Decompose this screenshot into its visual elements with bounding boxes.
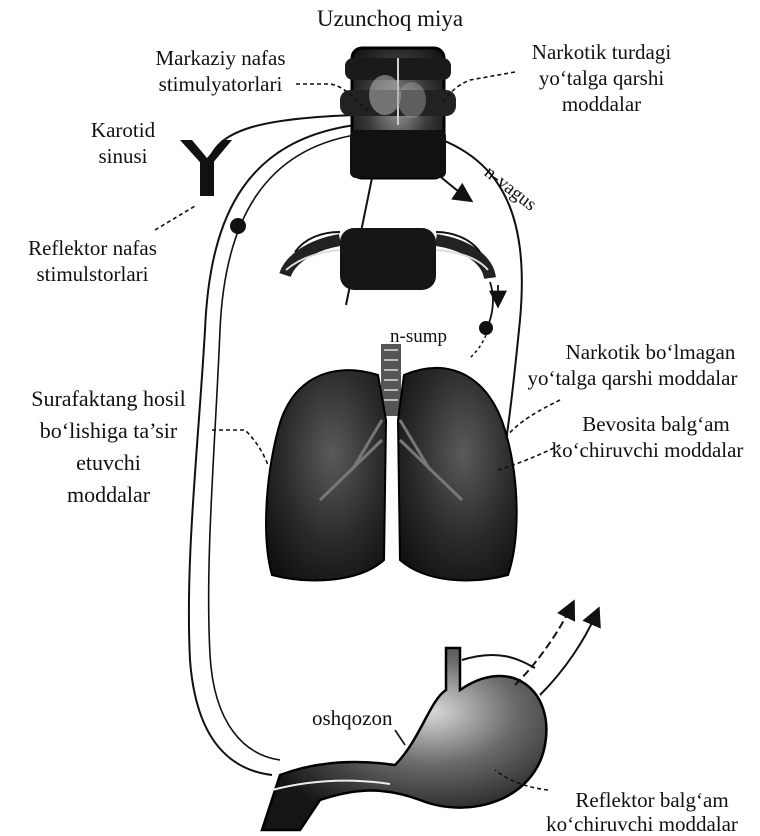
reflex-stimulators-label-line2: stimulstorlari: [10, 262, 175, 286]
surfactant-label-line2: bo‘lishiga ta’sir: [6, 418, 211, 444]
carotid-sinus-label-line2: sinusi: [78, 144, 168, 168]
surfactant-label-line3: etuvchi: [6, 450, 211, 476]
stomach-shape: [262, 648, 546, 830]
sump-nerve-label: n-sump: [390, 326, 447, 348]
medulla-title: Uzunchoq miya: [300, 4, 480, 34]
central-stimulants-label-line2: stimulyatorlari: [138, 72, 303, 96]
reflex-expectorants-label-line2: ko‘chiruvchi moddalar: [528, 812, 756, 836]
narcotic-antitussives-label-line2: yo‘talga qarshi: [514, 66, 689, 90]
surfactant-label-line4: moddalar: [6, 482, 211, 508]
surfactant-label-line1: Surafaktang hosil: [6, 386, 211, 412]
medulla-oblongata-shape: [340, 48, 456, 178]
non-narcotic-antitussives-label-line1: Narkotik bo‘lmagan: [548, 340, 753, 364]
non-narcotic-antitussives-label-line2: yo‘talga qarshi moddalar: [510, 366, 755, 390]
direct-expectorants-label-line1: Bevosita balg‘am: [556, 412, 756, 436]
spinal-segment-shape: [285, 228, 490, 290]
lungs-shape: [266, 344, 517, 580]
reflex-expectorants-label-line1: Reflektor balg‘am: [552, 788, 752, 812]
narcotic-antitussives-label-line1: Narkotik turdagi: [514, 40, 689, 64]
receptor-dot: [230, 218, 246, 234]
reflex-stimulators-label-line1: Reflektor nafas: [10, 236, 175, 260]
carotid-sinus-label-line1: Karotid: [78, 118, 168, 142]
carotid-sinus-shape: [180, 140, 232, 196]
narcotic-antitussives-label-line3: moddalar: [514, 92, 689, 116]
stomach-label: oshqozon: [312, 706, 393, 730]
central-stimulants-label-line1: Markaziy nafas: [138, 46, 303, 70]
direct-expectorants-label-line2: ko‘chiruvchi moddalar: [540, 438, 755, 462]
